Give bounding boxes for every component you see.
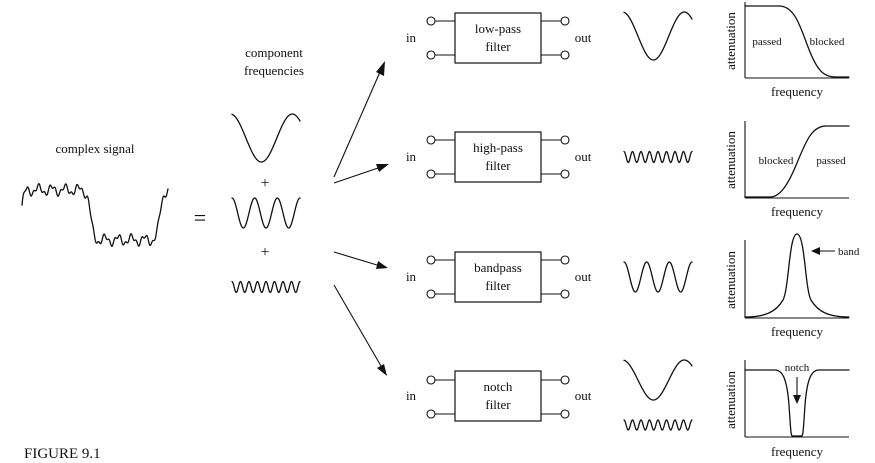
lowpass-response-graph: attenuation passed blocked frequency — [723, 2, 850, 99]
highpass-response-graph: attenuation blocked passed frequency — [723, 121, 850, 219]
lowpass-ylabel: attenuation — [723, 12, 738, 70]
bandpass-input-terminal-bottom — [426, 289, 436, 299]
bandpass-output-terminal-top — [560, 255, 570, 265]
plus-sign-1: + — [260, 175, 269, 192]
highpass-passed-label: passed — [816, 155, 846, 167]
bandpass-output-terminal-bottom — [560, 289, 570, 299]
bandpass-xlabel: frequency — [771, 324, 823, 339]
bandpass-input-terminal-top — [426, 255, 436, 265]
arrow-to-notch — [333, 284, 387, 376]
highpass-input-terminal-top — [426, 135, 436, 145]
highpass-blocked-label: blocked — [759, 155, 794, 167]
notch-out-label: out — [575, 388, 592, 403]
notch-output-terminal-bottom — [560, 409, 570, 419]
lowpass-response-curve — [744, 5, 850, 78]
highpass-filter-name-line2: filter — [485, 158, 511, 173]
equals-sign: = — [194, 205, 206, 230]
highpass-output-wave — [623, 150, 693, 164]
arrow-to-lowpass — [333, 61, 385, 178]
lowpass-out-label: out — [575, 30, 592, 45]
lowpass-blocked-label: blocked — [810, 36, 845, 48]
filter-row-notch: notch filter in out attenuation notch fr… — [406, 359, 850, 459]
lowpass-filter-block: low-pass filter in out — [406, 12, 592, 64]
filter-row-bandpass: bandpass filter in out attenuation band … — [406, 233, 860, 339]
complex-signal-waveform — [21, 183, 169, 247]
notch-input-terminal-bottom — [426, 409, 436, 419]
notch-arrow — [793, 377, 801, 404]
lowpass-output-terminal-bottom — [560, 50, 570, 60]
bandpass-filter-box — [454, 251, 542, 303]
highpass-in-label: in — [406, 149, 417, 164]
component-high-frequency-wave — [231, 280, 301, 294]
notch-response-curve — [744, 369, 850, 437]
bandpass-in-label: in — [406, 269, 417, 284]
bandpass-filter-block: bandpass filter in out — [406, 251, 592, 303]
highpass-out-label: out — [575, 149, 592, 164]
band-arrow — [811, 247, 835, 255]
highpass-filter-name-line1: high-pass — [473, 140, 523, 155]
lowpass-output-wave — [623, 11, 693, 61]
complex-signal-label: complex signal — [55, 141, 134, 156]
highpass-filter-box — [454, 131, 542, 183]
component-frequencies-title-line1: component — [245, 45, 303, 60]
bandpass-output-wave — [623, 261, 693, 293]
notch-response-graph: attenuation notch frequency — [723, 360, 850, 459]
notch-filter-name-line2: filter — [485, 397, 511, 412]
notch-filter-name-line1: notch — [484, 379, 513, 394]
highpass-filter-block: high-pass filter in out — [406, 131, 592, 183]
notch-input-terminal-top — [426, 375, 436, 385]
notch-in-label: in — [406, 388, 417, 403]
highpass-output-terminal-bottom — [560, 169, 570, 179]
lowpass-filter-box — [454, 12, 542, 64]
filter-row-highpass: high-pass filter in out attenuation bloc… — [406, 121, 850, 219]
bandpass-ylabel: attenuation — [723, 251, 738, 309]
lowpass-input-terminal-bottom — [426, 50, 436, 60]
component-frequencies-title-line2: frequencies — [244, 63, 304, 78]
notch-xlabel: frequency — [771, 444, 823, 459]
notch-output-high-wave — [623, 419, 693, 431]
lowpass-input-terminal-top — [426, 16, 436, 26]
notch-ylabel: attenuation — [723, 371, 738, 429]
bandpass-band-label: band — [838, 246, 860, 258]
notch-output-terminal-top — [560, 375, 570, 385]
plus-sign-2: + — [260, 244, 269, 261]
highpass-ylabel: attenuation — [723, 131, 738, 189]
arrow-to-highpass — [333, 164, 389, 184]
bandpass-out-label: out — [575, 269, 592, 284]
highpass-output-terminal-top — [560, 135, 570, 145]
bandpass-response-curve — [744, 233, 850, 318]
highpass-response-curve — [744, 125, 850, 198]
component-mid-frequency-wave — [231, 197, 301, 229]
arrow-to-bandpass — [333, 251, 388, 269]
lowpass-in-label: in — [406, 30, 417, 45]
figure-label: FIGURE 9.1 — [24, 446, 101, 462]
lowpass-filter-name-line2: filter — [485, 39, 511, 54]
bandpass-filter-name-line1: bandpass — [474, 260, 522, 275]
notch-filter-block: notch filter in out — [406, 370, 592, 422]
lowpass-passed-label: passed — [752, 36, 782, 48]
highpass-input-terminal-bottom — [426, 169, 436, 179]
filter-row-lowpass: low-pass filter in out attenuation passe… — [406, 2, 850, 99]
notch-filter-box — [454, 370, 542, 422]
lowpass-xlabel: frequency — [771, 84, 823, 99]
bandpass-filter-name-line2: filter — [485, 278, 511, 293]
component-low-frequency-wave — [231, 113, 301, 163]
highpass-xlabel: frequency — [771, 204, 823, 219]
notch-output-low-wave — [623, 359, 693, 401]
lowpass-filter-name-line1: low-pass — [475, 21, 521, 36]
bandpass-response-graph: attenuation band frequency — [723, 233, 860, 339]
lowpass-output-terminal-top — [560, 16, 570, 26]
notch-label: notch — [785, 362, 810, 374]
